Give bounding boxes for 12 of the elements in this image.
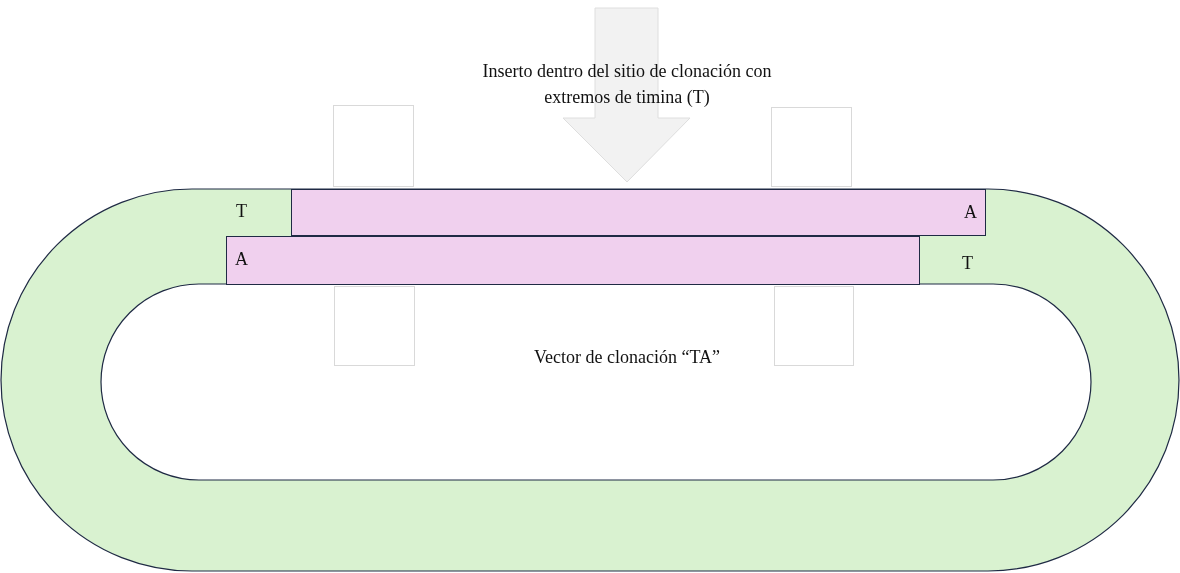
- vector-label: Vector de clonación “TA”: [533, 347, 721, 368]
- insert-strand: [291, 189, 986, 236]
- outline-rectangle: [774, 286, 854, 366]
- insert-strand: [226, 236, 920, 285]
- base-letter: A: [964, 202, 977, 223]
- base-letter: A: [235, 249, 248, 270]
- base-letter: T: [962, 253, 973, 274]
- insert-caption: Inserto dentro del sitio de clonación con extremos de timina (T): [481, 60, 773, 109]
- outline-rectangle: [334, 286, 415, 366]
- outline-rectangle: [333, 105, 414, 187]
- outline-rectangle: [771, 107, 852, 187]
- base-letter: T: [236, 201, 247, 222]
